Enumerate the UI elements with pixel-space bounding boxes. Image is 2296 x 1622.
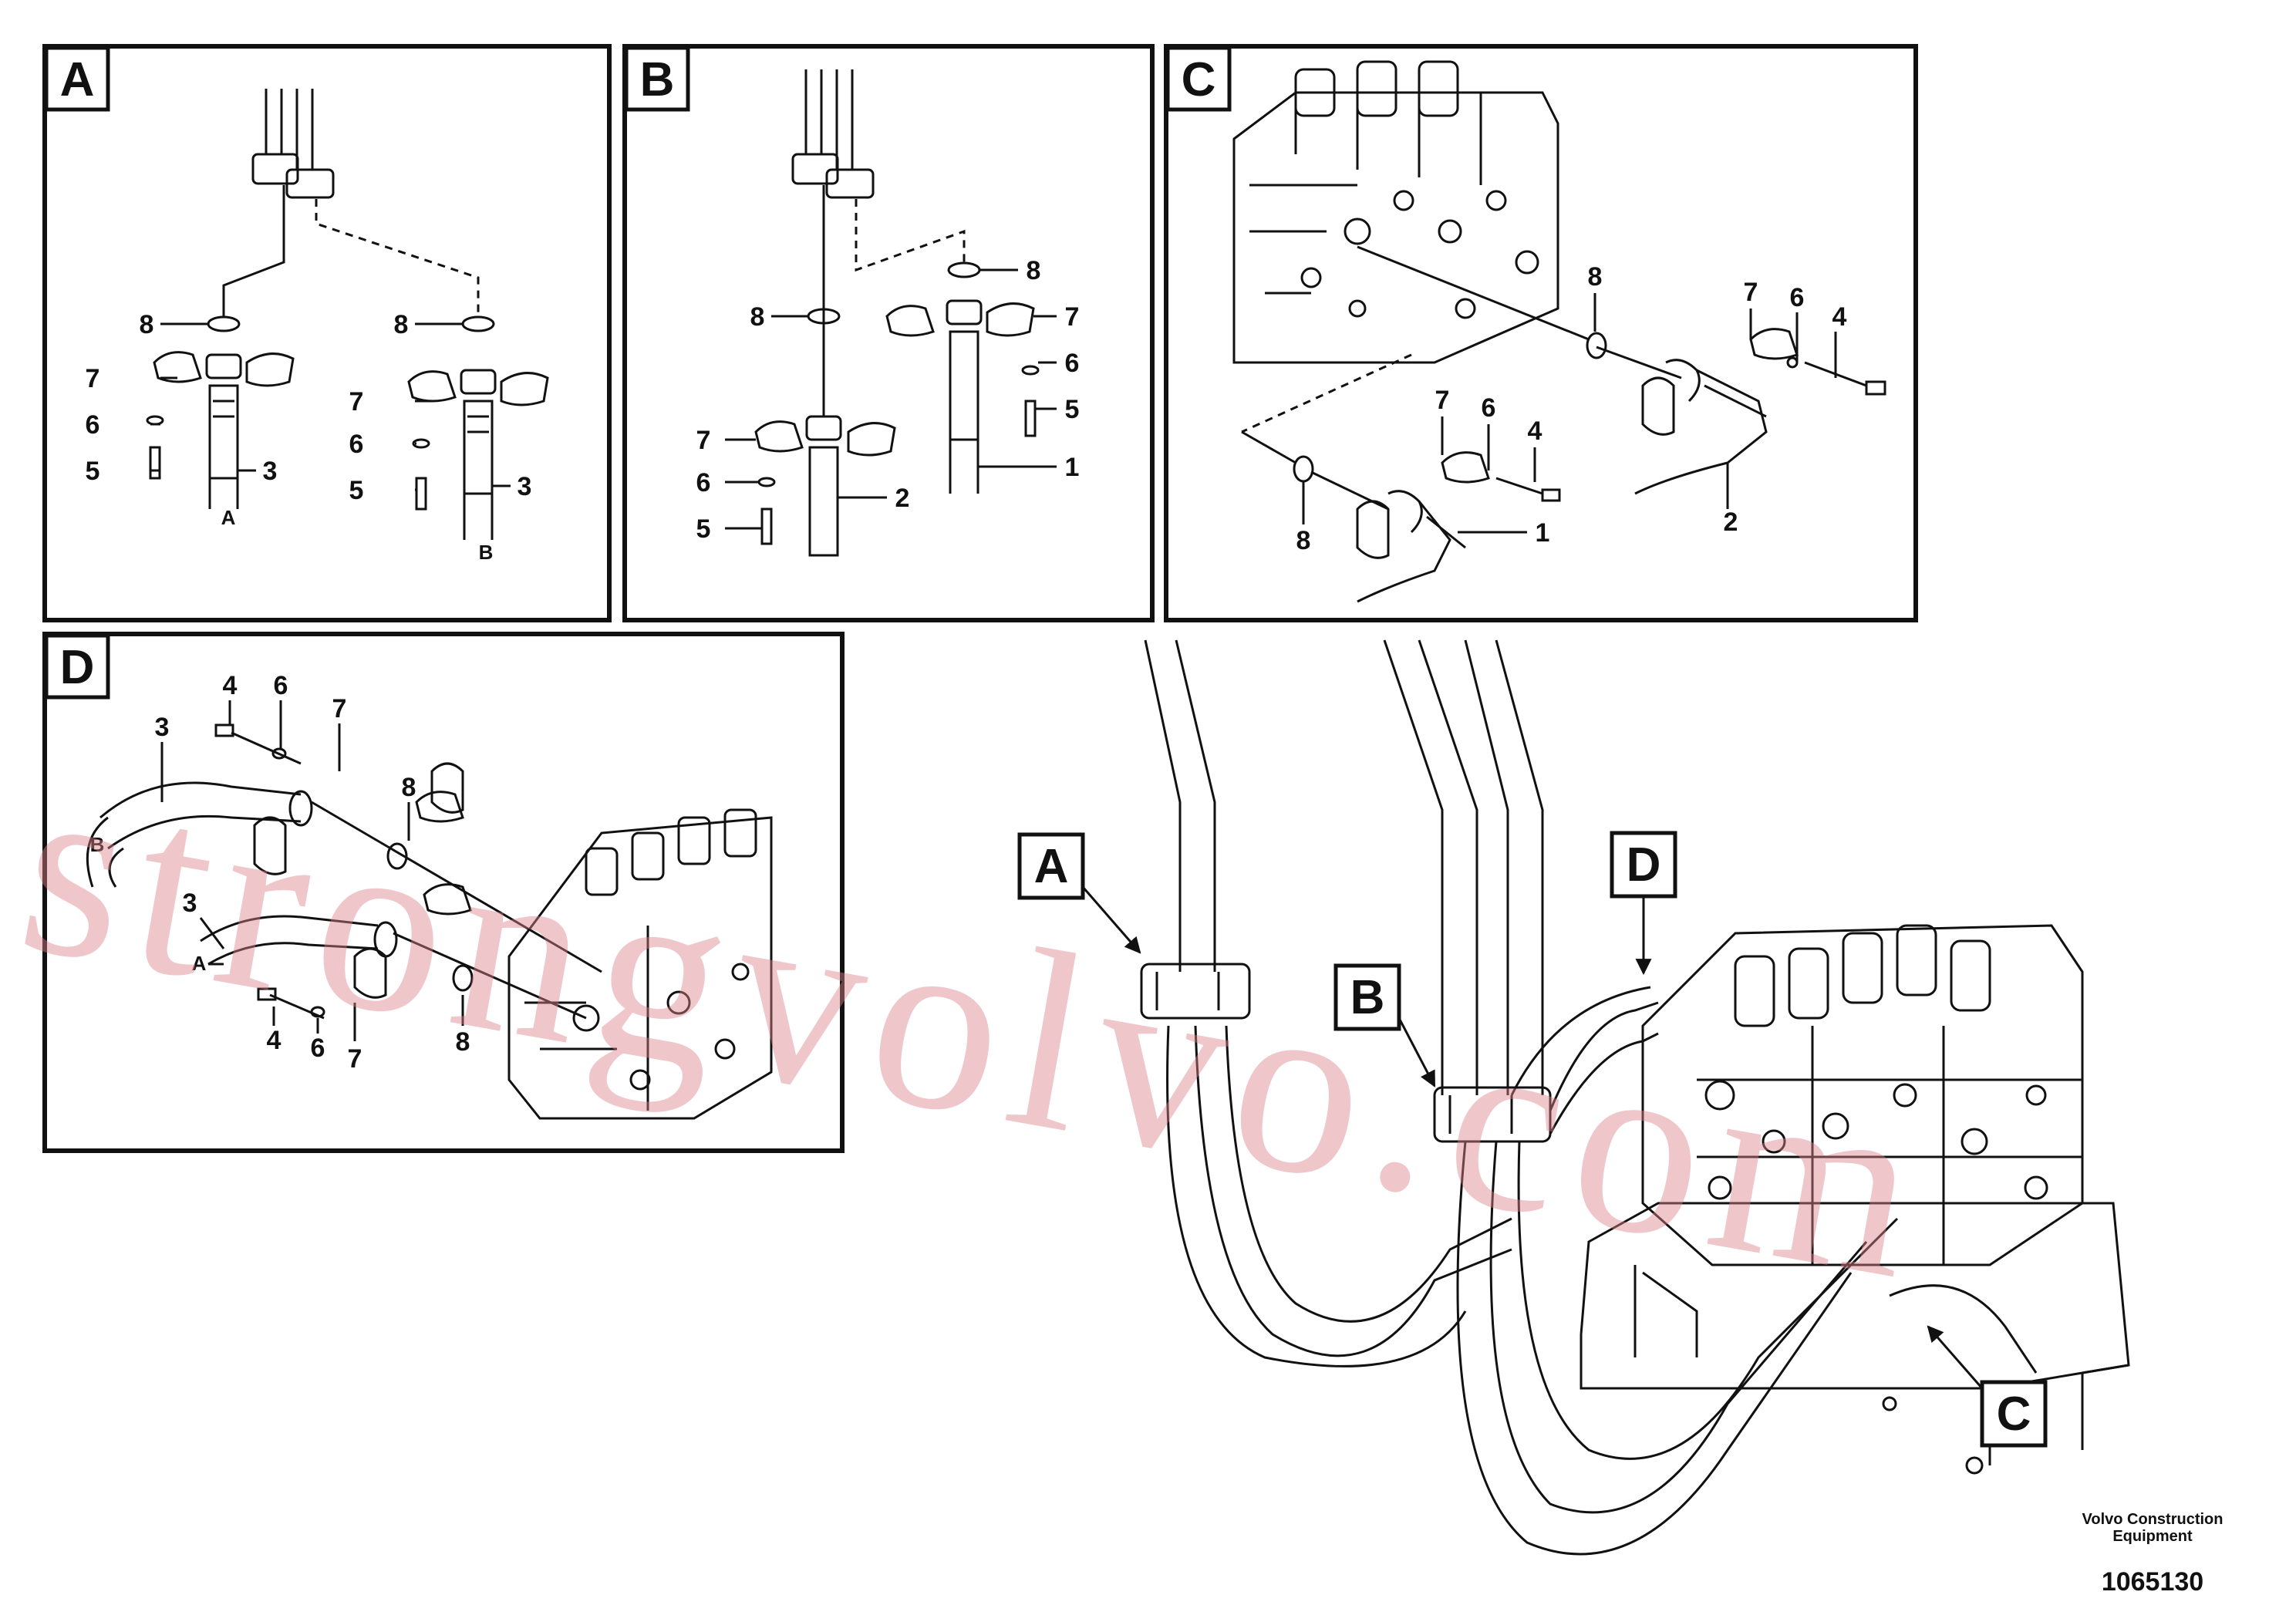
- callout-7: 7: [332, 694, 347, 723]
- sublabel-b: B: [479, 541, 494, 564]
- main-callout-c: C: [1997, 1388, 2031, 1441]
- panel-b-letter: B: [640, 53, 675, 106]
- callout-3: 3: [183, 889, 197, 918]
- callout-6: 6: [86, 410, 100, 440]
- callout-3: 3: [155, 713, 170, 742]
- panel-d-letter: D: [60, 641, 95, 694]
- callout-8: 8: [1296, 526, 1311, 555]
- panel-c: C: [1164, 44, 1918, 622]
- company-line-2: Equipment: [2112, 1528, 2193, 1545]
- callout-6: 6: [1790, 283, 1805, 312]
- callout-4: 4: [223, 671, 238, 700]
- callout-8: 8: [456, 1027, 470, 1057]
- document-number: 1065130: [2101, 1567, 2204, 1597]
- callout-6: 6: [1482, 393, 1496, 423]
- callout-1: 1: [1536, 518, 1550, 548]
- main-view: [1140, 639, 2130, 1556]
- callout-7: 7: [348, 1044, 362, 1074]
- callout-4: 4: [1528, 416, 1542, 446]
- callout-8: 8: [1588, 262, 1603, 292]
- main-callout-d: D: [1627, 838, 1661, 892]
- callout-6: 6: [349, 430, 364, 459]
- callout-7: 7: [86, 364, 100, 393]
- callout-3: 3: [263, 457, 278, 486]
- panel-b: B 8: [622, 44, 1155, 622]
- callout-6: 6: [696, 468, 711, 497]
- callout-2: 2: [895, 484, 910, 513]
- sublabel-a: A: [192, 952, 207, 975]
- main-callout-b: B: [1350, 971, 1385, 1024]
- callout-5: 5: [1065, 395, 1080, 424]
- callout-7: 7: [349, 387, 364, 416]
- callout-3: 3: [518, 472, 532, 501]
- company-line-1: Volvo Construction: [2082, 1511, 2224, 1528]
- callout-2: 2: [1724, 508, 1738, 537]
- callout-4: 4: [267, 1026, 282, 1055]
- panel-d: D: [42, 632, 845, 1153]
- callout-8: 8: [394, 310, 409, 339]
- callout-5: 5: [349, 476, 364, 505]
- company-name: Volvo Construction Equipment: [2052, 1511, 2253, 1545]
- sublabel-b: B: [90, 833, 105, 856]
- callout-8: 8: [140, 310, 154, 339]
- main-callout-a: A: [1034, 840, 1069, 893]
- callout-5: 5: [86, 457, 100, 486]
- main-callouts: A B D C: [1017, 831, 2048, 1448]
- sublabel-a: A: [221, 506, 236, 529]
- callout-4: 4: [1832, 302, 1847, 332]
- callout-1: 1: [1065, 453, 1080, 482]
- panel-c-letter: C: [1182, 53, 1216, 106]
- callout-8: 8: [1027, 256, 1041, 285]
- callout-6: 6: [1065, 349, 1080, 378]
- callout-7: 7: [696, 426, 711, 455]
- panel-a-letter: A: [60, 53, 95, 106]
- callout-7: 7: [1065, 302, 1080, 332]
- callout-5: 5: [696, 514, 711, 544]
- callout-7: 7: [1435, 386, 1450, 415]
- callout-6: 6: [274, 671, 288, 700]
- callout-8: 8: [750, 302, 765, 332]
- panel-a: A: [42, 44, 612, 622]
- callout-7: 7: [1744, 278, 1758, 307]
- callout-6: 6: [311, 1034, 325, 1063]
- callout-8: 8: [402, 773, 416, 802]
